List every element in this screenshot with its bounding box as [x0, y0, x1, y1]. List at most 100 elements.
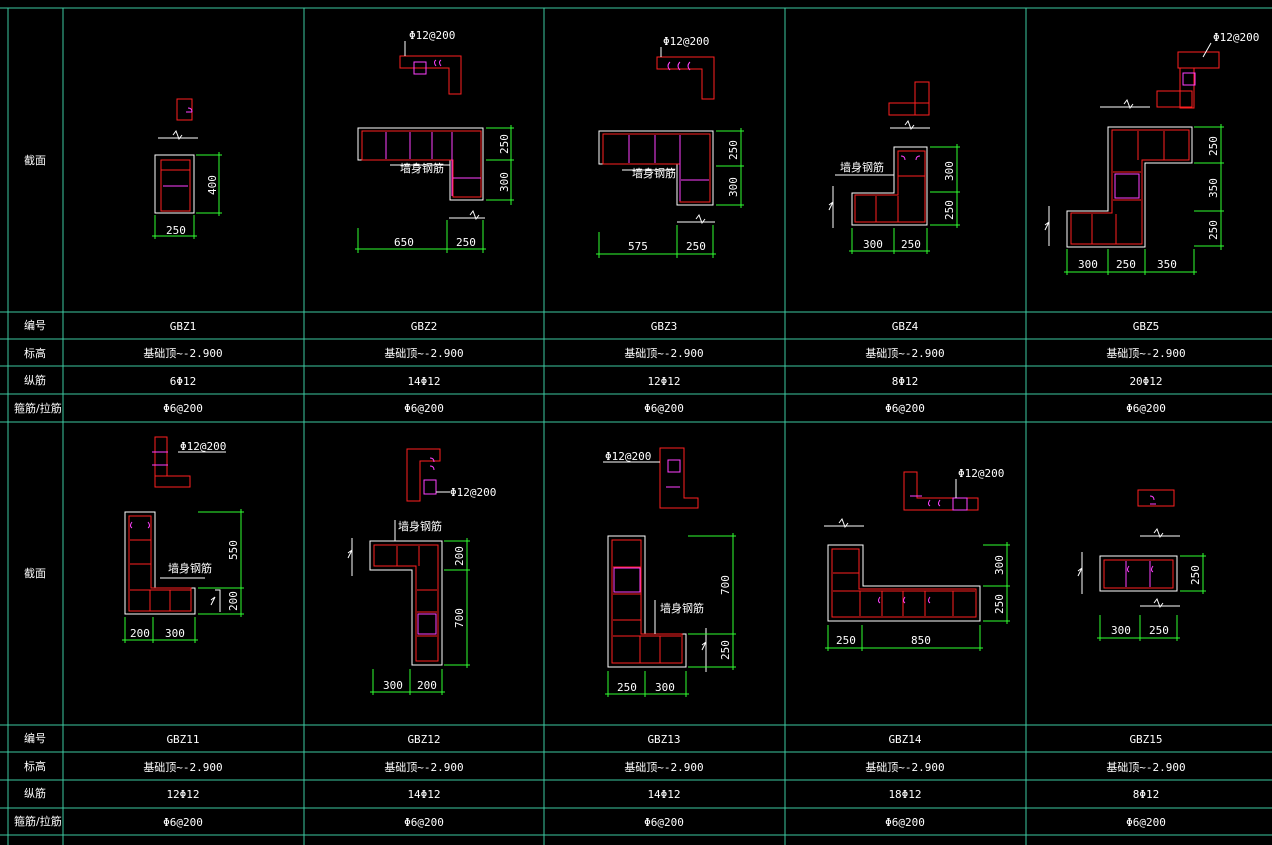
dim-label: 575	[628, 240, 648, 253]
column-id: GBZ13	[647, 733, 680, 746]
column-longitudinal: 8Φ12	[892, 375, 919, 388]
dim-label: 250	[1116, 258, 1136, 271]
dim-label: 300	[1078, 258, 1098, 271]
dim-label: 550	[227, 540, 240, 560]
column-stirrup: Φ6@200	[404, 816, 444, 829]
column-longitudinal: 18Φ12	[888, 788, 921, 801]
section-gbz14: Φ12@200 250 850 300 250	[824, 467, 1010, 651]
dim-label: 200	[417, 679, 437, 692]
column-id: GBZ3	[651, 320, 678, 333]
row-label-id: 编号	[24, 318, 46, 332]
column-longitudinal: 14Φ12	[407, 788, 440, 801]
column-longitudinal: 12Φ12	[647, 375, 680, 388]
column-elevation: 基础顶~-2.900	[1106, 347, 1185, 360]
column-stirrup: Φ6@200	[1126, 816, 1166, 829]
dim-label: 250	[901, 238, 921, 251]
dim-label: 250	[943, 200, 956, 220]
dim-label: 250	[498, 134, 511, 154]
table-grid	[0, 7, 1272, 845]
callout-label: Φ12@200	[605, 450, 651, 463]
dim-label: 250	[836, 634, 856, 647]
callout-label: Φ12@200	[450, 486, 496, 499]
dim-label: 300	[498, 172, 511, 192]
column-id: GBZ1	[170, 320, 197, 333]
dim-label: 300	[943, 161, 956, 181]
dim-label: 200	[130, 627, 150, 640]
row-label-elevation: 标高	[24, 346, 46, 360]
section-gbz12: Φ12@200 墙身钢筋 300 200 200 700	[347, 448, 496, 695]
dim-label: 350	[1207, 178, 1220, 198]
wall-rebar-label: 墙身钢筋	[632, 166, 676, 180]
column-id: GBZ4	[892, 320, 919, 333]
dim-label: 250	[719, 640, 732, 660]
dim-label: 300	[863, 238, 883, 251]
dim-label: 300	[655, 681, 675, 694]
dim-label: 300	[993, 555, 1006, 575]
column-longitudinal: 20Φ12	[1129, 375, 1162, 388]
column-id: GBZ15	[1129, 733, 1162, 746]
column-id: GBZ2	[411, 320, 438, 333]
dim-label: 200	[227, 591, 240, 611]
column-elevation: 基础顶~-2.900	[1106, 761, 1185, 774]
column-longitudinal: 12Φ12	[166, 788, 199, 801]
column-elevation: 基础顶~-2.900	[624, 347, 703, 360]
dim-label: 250	[1189, 565, 1202, 585]
column-elevation: 基础顶~-2.900	[865, 347, 944, 360]
dim-label: 400	[206, 175, 219, 195]
dim-label: 350	[1157, 258, 1177, 271]
column-id: GBZ14	[888, 733, 921, 746]
section-gbz13: Φ12@200 墙身钢筋 250 300 700 250	[603, 447, 736, 697]
row-labels: 截面 编号 标高 纵筋 箍筋/拉筋 截面 编号 标高 纵筋 箍筋/拉筋	[14, 153, 62, 828]
section-gbz2: Φ12@200 墙身钢筋 650 250 250 300	[355, 29, 514, 253]
column-stirrup: Φ6@200	[644, 402, 684, 415]
section-gbz3: Φ12@200 墙身钢筋 575 250 250 300	[596, 35, 744, 258]
column-elevation: 基础顶~-2.900	[865, 761, 944, 774]
section-gbz11: Φ12@200 墙身钢筋 200 300 550 200	[122, 436, 244, 643]
row-label-stirrup: 箍筋/拉筋	[14, 401, 62, 415]
dim-label: 200	[453, 546, 466, 566]
dim-label: 250	[1149, 624, 1169, 637]
section-gbz1: 250 400	[152, 98, 222, 239]
wall-rebar-label: 墙身钢筋	[660, 601, 704, 615]
callout-label: Φ12@200	[409, 29, 455, 42]
row-label-section: 截面	[24, 566, 46, 580]
dim-label: 300	[165, 627, 185, 640]
column-elevation: 基础顶~-2.900	[384, 347, 463, 360]
column-elevation: 基础顶~-2.900	[624, 761, 703, 774]
row-label-longitudinal: 纵筋	[24, 786, 46, 800]
section-gbz15: 300 250 250	[1077, 489, 1206, 641]
row-label-id: 编号	[24, 731, 46, 745]
row-label-section: 截面	[24, 153, 46, 167]
column-stirrup: Φ6@200	[163, 402, 203, 415]
callout-label: Φ12@200	[663, 35, 709, 48]
dim-label: 250	[166, 224, 186, 237]
dim-label: 700	[453, 608, 466, 628]
wall-rebar-label: 墙身钢筋	[398, 519, 442, 533]
dim-label: 700	[719, 575, 732, 595]
bottom-row-cells: GBZ11 基础顶~-2.900 12Φ12 Φ6@200 GBZ12 基础顶~…	[143, 733, 1185, 829]
dim-label: 250	[1207, 136, 1220, 156]
column-longitudinal: 8Φ12	[1133, 788, 1160, 801]
section-gbz5: Φ12@200 300 250 350 250 350 250	[1044, 31, 1259, 275]
column-stirrup: Φ6@200	[1126, 402, 1166, 415]
column-stirrup: Φ6@200	[885, 816, 925, 829]
dim-label: 250	[686, 240, 706, 253]
dim-label: 250	[617, 681, 637, 694]
column-elevation: 基础顶~-2.900	[384, 761, 463, 774]
wall-rebar-label: 墙身钢筋	[168, 561, 212, 575]
dim-label: 250	[456, 236, 476, 249]
callout-label: Φ12@200	[180, 440, 226, 453]
dim-label: 250	[727, 140, 740, 160]
column-longitudinal: 14Φ12	[647, 788, 680, 801]
wall-rebar-label: 墙身钢筋	[400, 161, 444, 175]
dim-label: 250	[1207, 220, 1220, 240]
dim-label: 650	[394, 236, 414, 249]
column-id: GBZ12	[407, 733, 440, 746]
dim-label: 300	[727, 177, 740, 197]
column-elevation: 基础顶~-2.900	[143, 761, 222, 774]
dim-label: 250	[993, 594, 1006, 614]
column-longitudinal: 14Φ12	[407, 375, 440, 388]
row-label-stirrup: 箍筋/拉筋	[14, 814, 62, 828]
column-stirrup: Φ6@200	[404, 402, 444, 415]
